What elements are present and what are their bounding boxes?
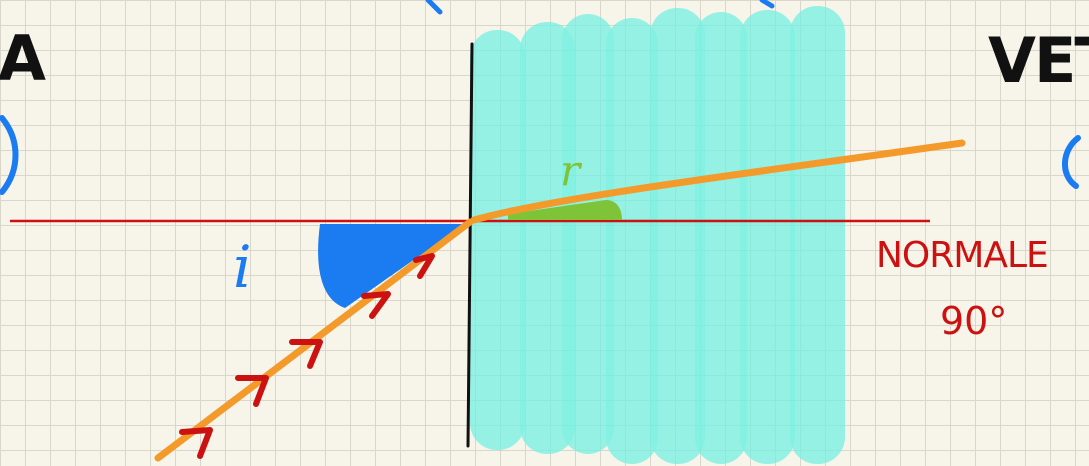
- right-medium-label: VET: [988, 24, 1089, 97]
- incidence-angle-fill: [318, 224, 465, 308]
- interface-line: [466, 42, 474, 448]
- arrow-mark: [235, 375, 269, 407]
- right-parenthesis-mark: [1061, 135, 1081, 189]
- refracted-ray: [470, 139, 966, 224]
- arrow-mark: [361, 291, 391, 319]
- top-partial-mark: [425, 0, 443, 15]
- left-medium-label: A: [0, 22, 46, 95]
- glass-medium: [470, 6, 845, 464]
- arrow-mark: [179, 427, 213, 459]
- incidence-angle-label: i: [233, 233, 252, 301]
- direction-arrows: [179, 253, 435, 459]
- left-parenthesis-mark: [0, 115, 19, 195]
- top-partial-mark: [759, 0, 775, 9]
- refraction-angle-fill: [508, 200, 622, 220]
- normal-angle-label: 90°: [940, 299, 1008, 343]
- arrow-mark: [413, 253, 435, 279]
- refraction-angle-label: r: [560, 146, 581, 195]
- arrow-mark: [289, 339, 323, 369]
- normal-label: NORMALE: [876, 235, 1049, 276]
